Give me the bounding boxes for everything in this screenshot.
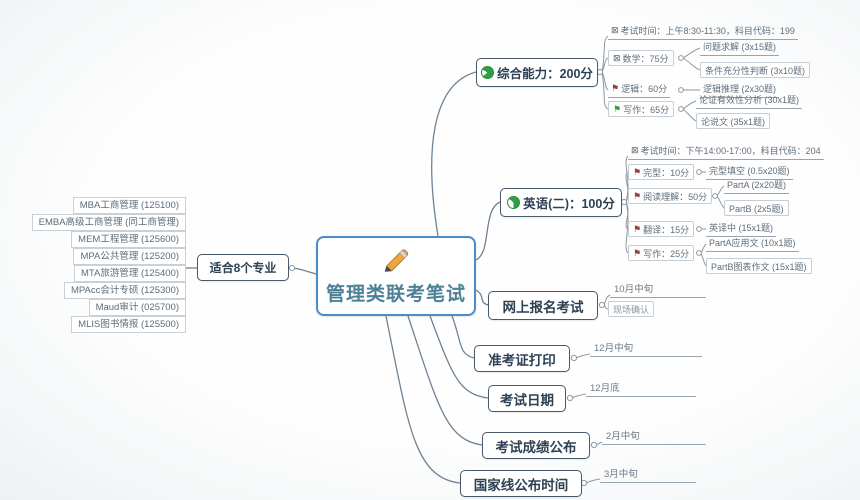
english-exam-time[interactable]: ⊠ 考试时间：下午14:00-17:00，科目代码：204 xyxy=(628,144,824,160)
pie-progress-icon xyxy=(507,196,521,209)
major-item[interactable]: MTA旅游管理 (125400) xyxy=(73,265,186,282)
subject-math[interactable]: ⊠ 数学：75分 xyxy=(608,50,674,66)
branch-comprehensive-label: 综合能力：200分 xyxy=(497,67,593,81)
subject-reading[interactable]: ⚑ 阅读理解：50分 xyxy=(628,188,713,204)
translation-item-1[interactable]: 英译中 (15x1题) xyxy=(706,221,777,237)
date-exam[interactable]: 12月底 xyxy=(586,380,696,397)
math-item-2[interactable]: 条件充分性判断 (3x10题) xyxy=(700,62,811,78)
subject-writing[interactable]: ⚑ 写作：65分 xyxy=(608,101,675,117)
checkbox-icon: ⊠ xyxy=(613,52,621,63)
reading-item-2[interactable]: PartB (2x5题) xyxy=(724,200,789,216)
flag-icon: ⚑ xyxy=(633,190,642,201)
logic-item-1[interactable]: 逻辑推理 (2x30题) xyxy=(700,82,780,98)
flag-icon: ⚑ xyxy=(633,166,642,177)
date-registration[interactable]: 10月中旬 xyxy=(610,281,706,298)
major-item[interactable]: MEM工程管理 (125600) xyxy=(71,231,186,248)
central-topic-title: 管理类联考笔试 xyxy=(325,283,466,305)
subject-cloze[interactable]: ⚑ 完型：10分 xyxy=(628,164,695,180)
comprehensive-exam-time[interactable]: ⊠ 考试时间：上午8:30-11:30，科目代码：199 xyxy=(608,24,798,40)
date-score-release[interactable]: 2月中旬 xyxy=(602,428,706,445)
major-item[interactable]: EMBA高级工商管理 (同工商管理) xyxy=(31,214,186,231)
date-national-line[interactable]: 3月中旬 xyxy=(600,466,696,483)
date-admission-ticket[interactable]: 12月中旬 xyxy=(590,340,702,357)
writing-item-2[interactable]: 论说文 (35x1题) xyxy=(696,113,771,129)
branch-suitable-majors[interactable]: 适合8个专业 xyxy=(197,254,289,281)
branch-comprehensive[interactable]: 综合能力：200分 xyxy=(476,58,598,87)
branch-admission-ticket[interactable]: 准考证打印 xyxy=(474,345,570,372)
writing-item-1[interactable]: 论证有效性分析 (30x1题) xyxy=(696,93,803,109)
branch-score-release[interactable]: 考试成绩公布 xyxy=(482,432,590,459)
major-item[interactable]: Maud审计 (025700) xyxy=(88,299,186,316)
central-topic[interactable]: 管理类联考笔试 xyxy=(316,236,476,316)
cloze-item-1[interactable]: 完型填空 (0.5x20题) xyxy=(706,164,793,180)
branch-exam-date[interactable]: 考试日期 xyxy=(488,385,566,412)
major-item[interactable]: MPAcc会计专硕 (125300) xyxy=(63,282,186,299)
major-item[interactable]: MPA公共管理 (125200) xyxy=(73,248,186,265)
pie-progress-icon xyxy=(481,66,495,79)
english-writing-item-2[interactable]: PartB图表作文 (15x1题) xyxy=(706,258,812,274)
flag-icon: ⚑ xyxy=(613,103,622,114)
branch-english-label: 英语(二)：100分 xyxy=(523,197,615,211)
english-writing-item-1[interactable]: PartA应用文 (10x1题) xyxy=(706,236,799,252)
major-item[interactable]: MLIS图书情报 (125500) xyxy=(71,316,186,333)
flag-icon: ⚑ xyxy=(633,247,642,258)
flag-icon: ⚑ xyxy=(611,83,620,93)
branch-online-registration[interactable]: 网上报名考试 xyxy=(488,291,598,320)
subject-english-writing[interactable]: ⚑ 写作：25分 xyxy=(628,245,695,261)
subject-translation[interactable]: ⚑ 翻译：15分 xyxy=(628,221,695,237)
major-item[interactable]: MBA工商管理 (125100) xyxy=(72,197,186,214)
checkbox-icon: ⊠ xyxy=(611,25,619,35)
branch-english[interactable]: 英语(二)：100分 xyxy=(500,188,622,217)
reading-item-1[interactable]: PartA (2x20题) xyxy=(724,178,790,194)
math-item-1[interactable]: 问题求解 (3x15题) xyxy=(700,40,780,56)
pencil-icon xyxy=(379,247,413,277)
branch-suitable-majors-label: 适合8个专业 xyxy=(209,261,277,275)
subject-logic[interactable]: ⚑ 逻辑：60分 xyxy=(608,82,671,98)
checkbox-icon: ⊠ xyxy=(631,145,639,155)
onsite-confirmation[interactable]: 现场确认 xyxy=(608,301,655,317)
flag-icon: ⚑ xyxy=(633,223,642,234)
branch-national-line[interactable]: 国家线公布时间 xyxy=(460,470,582,497)
